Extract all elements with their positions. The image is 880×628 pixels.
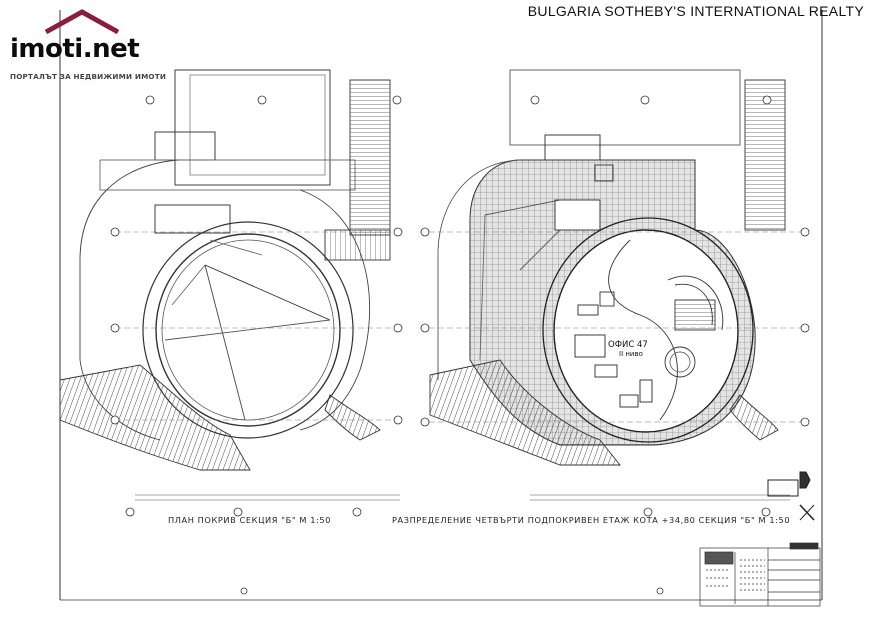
logo-wordmark: imoti.net <box>10 34 140 64</box>
agency-watermark: BULGARIA SOTHEBY'S INTERNATIONAL REALTY <box>527 3 864 19</box>
roof-plan-left <box>59 69 400 501</box>
north-arrow-symbol <box>767 471 815 521</box>
room-level-label: II ниво <box>619 350 643 358</box>
title-block <box>699 542 821 607</box>
attic-plan-right <box>420 69 805 501</box>
right-plan-caption: РАЗПРЕДЕЛЕНИЕ ЧЕТВЪРТИ ПОДПОКРИВЕН ЕТАЖ … <box>392 515 791 525</box>
right-axis-markers <box>420 95 810 517</box>
site-logo[interactable]: imoti.net ПОРТАЛЪТ ЗА НЕДВИЖИМИ ИМОТИ <box>8 6 178 84</box>
house-roof-icon <box>44 9 120 35</box>
left-plan-caption: ПЛАН ПОКРИВ СЕКЦИЯ "Б" М 1:50 <box>168 515 332 525</box>
logo-tagline: ПОРТАЛЪТ ЗА НЕДВИЖИМИ ИМОТИ <box>10 72 167 81</box>
room-name-label: ОФИС 47 <box>608 340 648 350</box>
left-axis-markers <box>110 95 403 517</box>
